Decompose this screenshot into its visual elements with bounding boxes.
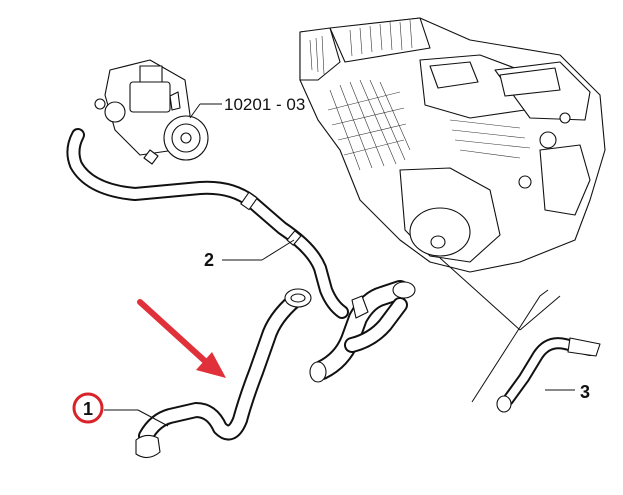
hose-2	[66, 128, 349, 319]
water-valve	[94, 59, 209, 165]
ref-label: 10201 - 03	[224, 95, 305, 114]
item-1-label: 1	[83, 399, 93, 419]
red-arrow-icon	[137, 299, 226, 378]
item-3-label: 3	[580, 382, 590, 402]
hose-connector	[309, 280, 416, 383]
circled-number-icon: 1	[72, 392, 104, 424]
heater-unit	[299, 17, 606, 273]
item-2-label: 2	[204, 250, 214, 270]
pipe-3	[496, 337, 601, 413]
hose-1	[135, 288, 312, 459]
